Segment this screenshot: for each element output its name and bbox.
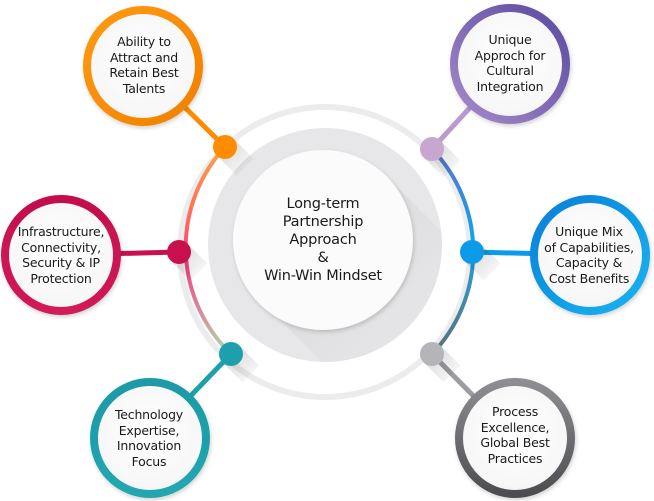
node-line: Process bbox=[491, 404, 539, 419]
node-line: Protection bbox=[30, 270, 92, 286]
node-line: Approch for bbox=[474, 47, 546, 63]
node-line: Unique bbox=[488, 32, 532, 47]
node-line: Excellence, bbox=[480, 419, 550, 435]
node-dot-technology bbox=[219, 342, 243, 366]
node-line: of Capabilities, bbox=[544, 239, 634, 255]
node-circle-talent bbox=[83, 6, 203, 126]
node-label-talent: Ability to Attract and Retain Best Talen… bbox=[92, 25, 196, 105]
node-label-infrastructure: Infrastructure, Connectivity, Security &… bbox=[5, 215, 117, 295]
center-label: Long-term Partnership Approach & Win-Win… bbox=[233, 150, 413, 330]
node-dot-process bbox=[420, 342, 444, 366]
center-line: & bbox=[317, 250, 329, 266]
node-line: Expertise, bbox=[118, 422, 180, 438]
node-label-technology: Technology Expertise, Innovation Focus bbox=[97, 398, 201, 478]
node-line: Ability to bbox=[117, 34, 171, 49]
center-line: Win-Win Mindset bbox=[264, 268, 382, 284]
node-line: Security & IP bbox=[22, 255, 100, 270]
node-dot-infrastructure bbox=[167, 240, 191, 264]
node-line: Technology bbox=[114, 407, 184, 422]
node-circle-infrastructure bbox=[1, 195, 121, 315]
node-line: Innovation bbox=[116, 438, 182, 453]
node-line: Integration bbox=[476, 78, 544, 94]
node-line: Global Best bbox=[480, 435, 550, 450]
node-circle-capabilities bbox=[530, 195, 650, 315]
node-line: Cultural bbox=[486, 63, 534, 78]
node-dot-capabilities bbox=[460, 240, 484, 264]
node-circle-culture bbox=[450, 4, 570, 124]
node-line: Cost Benefits bbox=[548, 270, 630, 286]
node-line: Focus bbox=[131, 453, 167, 469]
node-line: Unique Mix bbox=[555, 224, 623, 239]
center-line: Partnership bbox=[282, 214, 364, 230]
center-line: Long-term bbox=[286, 196, 360, 212]
node-line: Capacity & bbox=[555, 255, 623, 270]
node-circle-technology bbox=[90, 378, 210, 498]
node-label-process: Process Excellence, Global Best Practice… bbox=[463, 395, 567, 475]
node-dot-culture bbox=[420, 137, 444, 161]
node-circle-process bbox=[455, 378, 575, 498]
node-line: Attract and bbox=[110, 49, 178, 65]
node-line: Practices bbox=[487, 450, 543, 466]
node-label-culture: Unique Approch for Cultural Integration bbox=[458, 23, 562, 103]
node-line: Talents bbox=[122, 80, 166, 96]
center-white-disc bbox=[233, 150, 413, 330]
node-line: Retain Best bbox=[109, 65, 179, 80]
node-line: Infrastructure, bbox=[17, 224, 105, 239]
node-line: Connectivity, bbox=[21, 239, 101, 255]
node-label-capabilities: Unique Mix of Capabilities, Capacity & C… bbox=[533, 215, 645, 295]
center-line: Approach bbox=[289, 232, 357, 248]
node-dot-talent bbox=[213, 135, 237, 159]
